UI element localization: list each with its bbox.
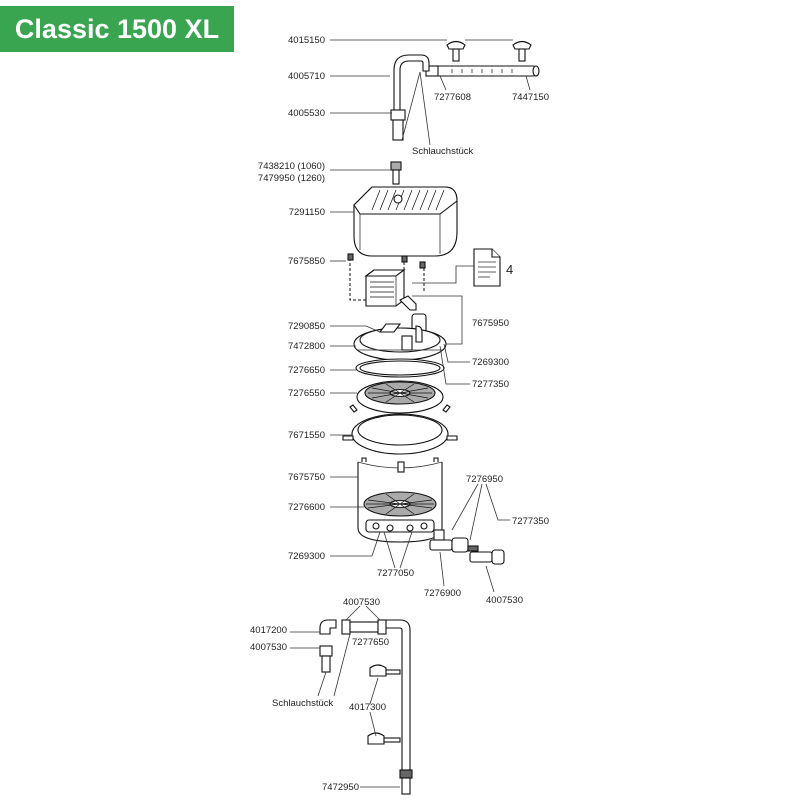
part-labels: 4015150 4005710 7277608 7447150 4005530 …	[250, 35, 549, 793]
inlet-assembly	[319, 619, 413, 795]
label-4007530-right: 4007530	[486, 595, 523, 606]
label-7276950: 7276950	[466, 474, 503, 485]
label-7472800: 7472800	[288, 341, 325, 352]
label-7290850: 7290850	[288, 321, 325, 332]
title-banner: Classic 1500 XL	[0, 6, 234, 52]
label-4005710: 4005710	[288, 71, 325, 82]
label-4: 4	[506, 262, 513, 277]
label-7675850: 7675850	[288, 256, 325, 267]
label-7277050: 7277050	[377, 568, 414, 579]
label-7276550: 7276550	[288, 388, 325, 399]
label-7277608: 7277608	[434, 92, 471, 103]
leader-lines	[290, 39, 531, 788]
label-4017200: 4017200	[250, 625, 287, 636]
label-7675750: 7675750	[288, 472, 325, 483]
label-7472950: 7472950	[322, 782, 359, 793]
label-4015150: 4015150	[288, 35, 325, 46]
label-4005530: 4005530	[288, 108, 325, 119]
label-7479950: 7479950 (1260)	[258, 173, 325, 184]
spray-bar-assembly	[390, 40, 540, 141]
label-7269300-upper: 7269300	[472, 357, 509, 368]
label-7276900: 7276900	[424, 588, 461, 599]
label-7675950: 7675950	[472, 318, 509, 329]
label-7438210: 7438210 (1060)	[258, 161, 325, 172]
label-4007530-left: 4007530	[250, 642, 287, 653]
pump-head	[353, 161, 458, 257]
canister-top-ring	[342, 404, 458, 465]
label-schlauchstueck-2: Schlauchstück	[272, 698, 334, 709]
label-4007530-top: 4007530	[343, 597, 380, 608]
pump-motor	[347, 253, 427, 335]
canister-body	[357, 461, 443, 543]
label-7277650: 7277650	[352, 637, 389, 648]
document-icon	[412, 248, 501, 345]
label-schlauchstueck-1: Schlauchstück	[412, 146, 474, 157]
label-7291150: 7291150	[289, 207, 325, 218]
upper-filter-plate	[356, 380, 444, 414]
label-7269300-lower: 7269300	[288, 551, 325, 562]
page-title: Classic 1500 XL	[14, 14, 220, 44]
label-7277350-upper: 7277350	[472, 379, 509, 390]
outlet-valves	[429, 529, 505, 565]
label-7671550: 7671550	[288, 430, 325, 441]
label-7447150: 7447150	[512, 92, 549, 103]
filter-lid	[353, 323, 447, 361]
label-7277350-lower: 7277350	[512, 516, 549, 527]
label-7276650: 7276650	[288, 365, 325, 376]
label-4017300: 4017300	[349, 702, 386, 713]
sealing-ring	[355, 358, 445, 378]
label-7276600: 7276600	[288, 502, 325, 513]
